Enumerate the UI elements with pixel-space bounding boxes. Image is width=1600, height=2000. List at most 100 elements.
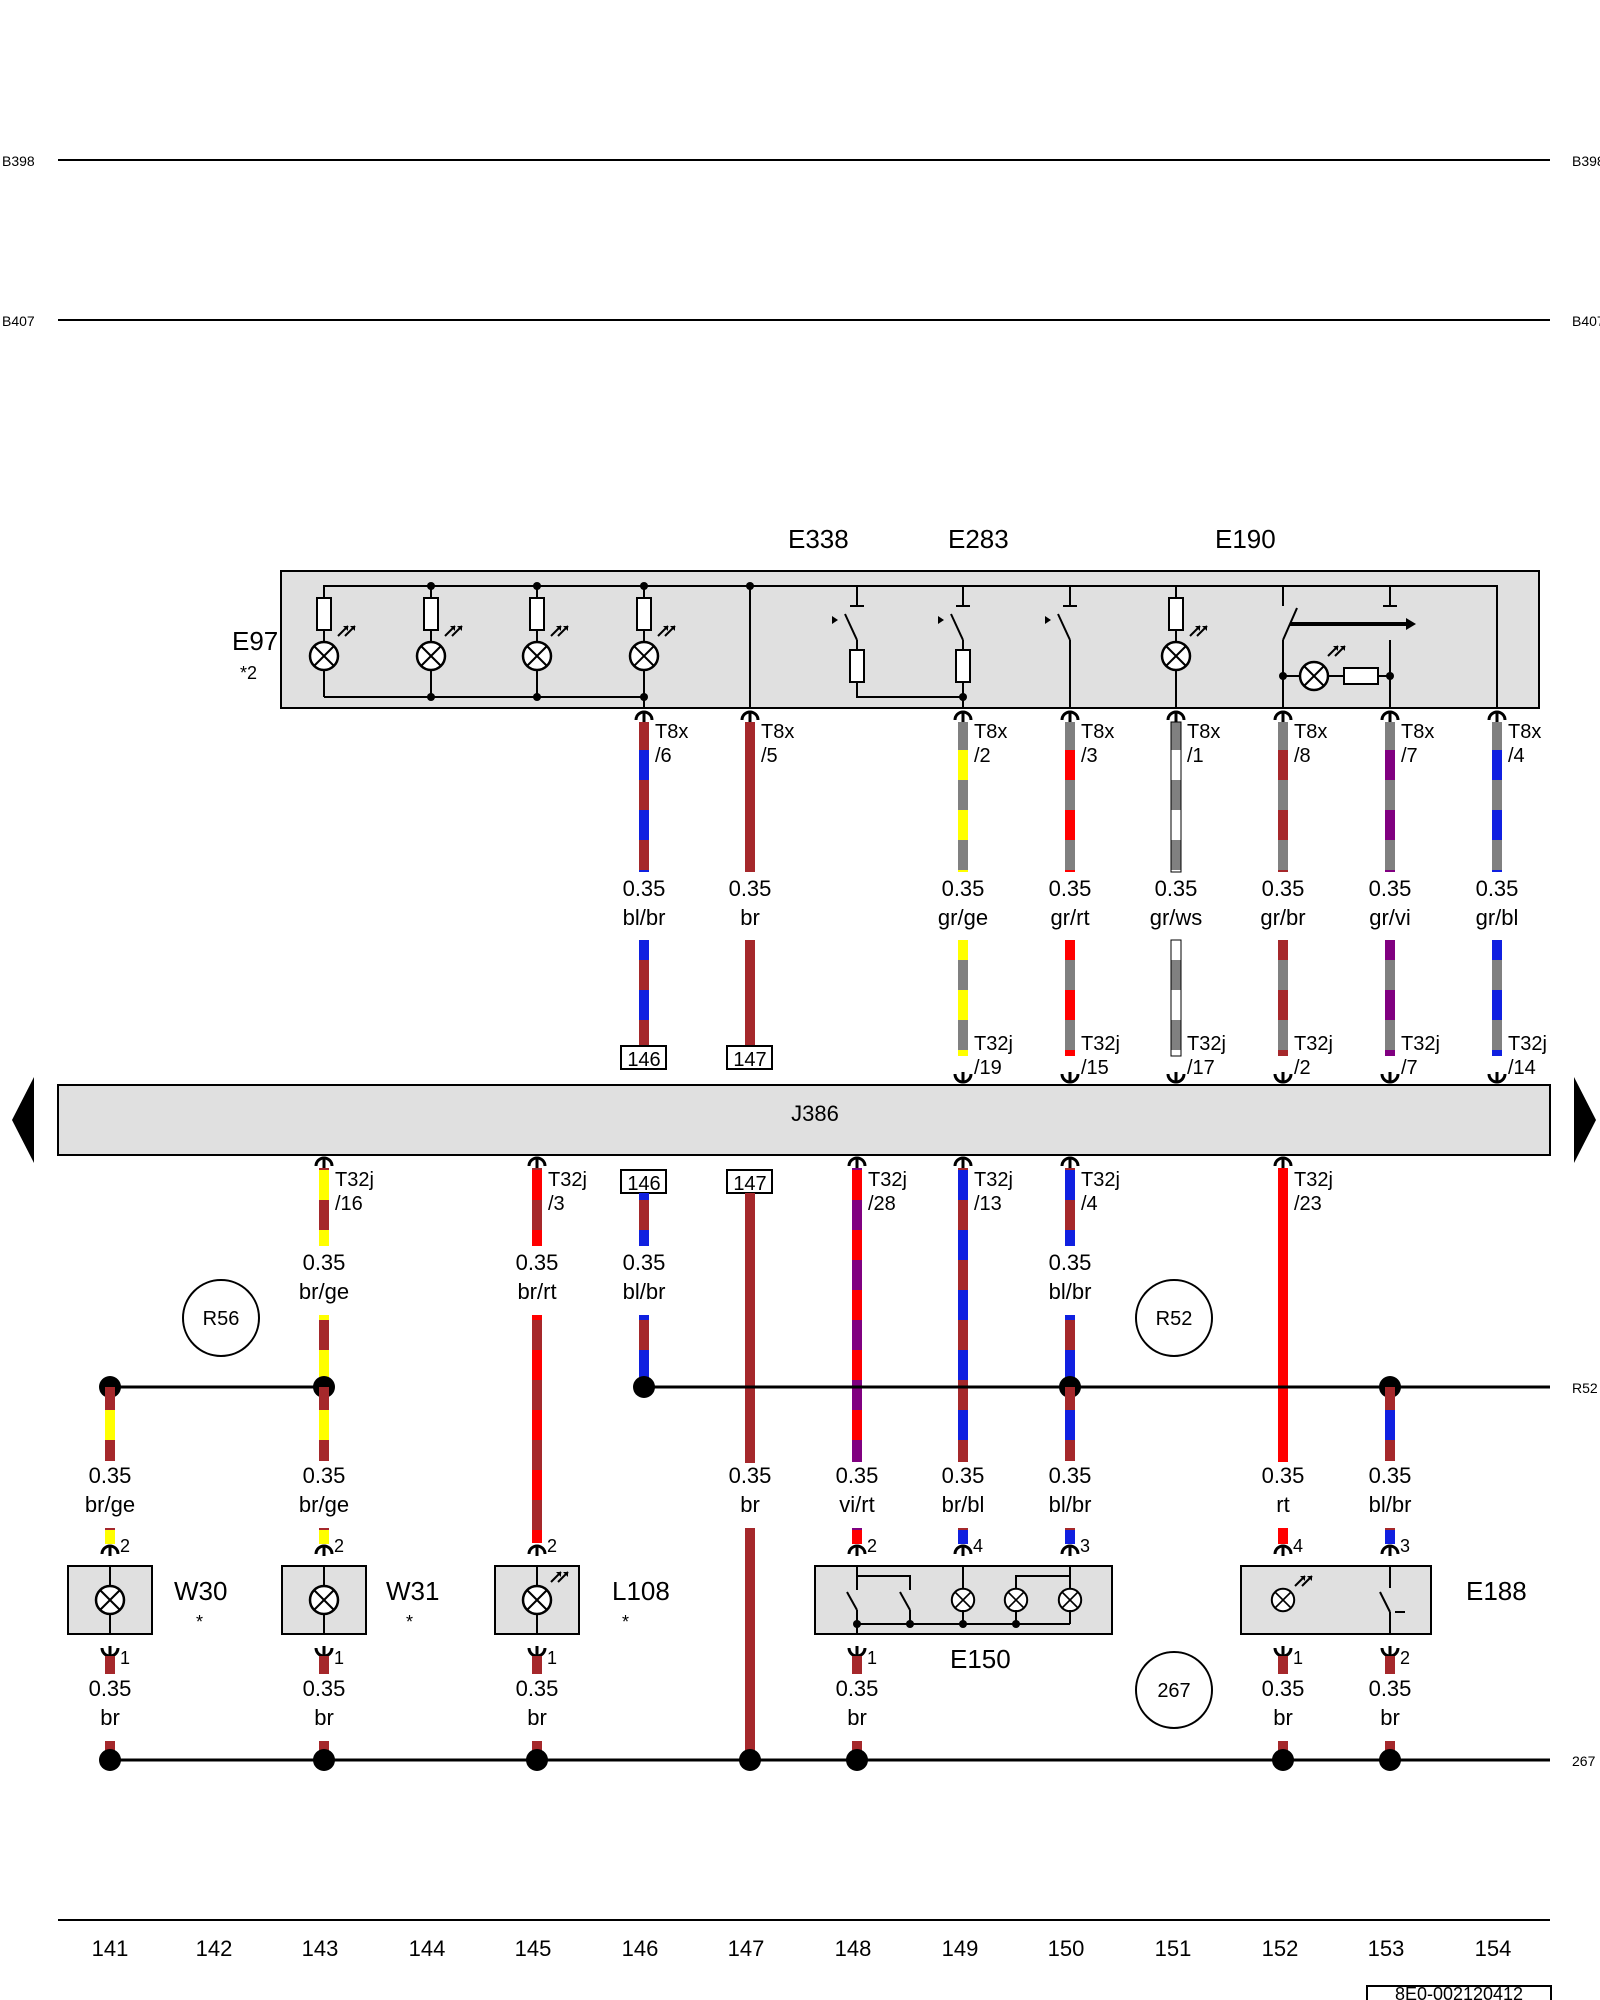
bottom-wire-146: 146 0.35 bl/br: [620, 1169, 667, 1387]
top-wire-149: T8x /2 0.35 gr/ge T32j /19: [938, 710, 1013, 1084]
top-wire-152: T8x /8 0.35 gr/br T32j /2: [1260, 710, 1333, 1084]
arrow-left-icon[interactable]: [12, 1077, 34, 1163]
top-wire-154: T8x /4 0.35 gr/bl T32j /14: [1476, 710, 1547, 1084]
ground-wire-153: 0.35 br: [1369, 1656, 1412, 1760]
svg-text:bl/br: bl/br: [623, 1279, 666, 1304]
svg-text:T32j: T32j: [335, 1169, 374, 1191]
svg-text:/4: /4: [1081, 1193, 1098, 1215]
svg-text:1: 1: [547, 1648, 557, 1668]
column-number: 151: [1155, 1936, 1192, 1961]
column-number: 147: [728, 1936, 765, 1961]
ref-267: 267: [1135, 1651, 1213, 1729]
svg-text:bl/br: bl/br: [1369, 1492, 1412, 1517]
bottom-wire-152: T32j /23: [1273, 1156, 1333, 1462]
svg-text:2: 2: [1400, 1648, 1410, 1668]
svg-text:/14: /14: [1508, 1057, 1536, 1079]
bottom-wire-150: T32j /4 0.35 bl/br: [1049, 1156, 1120, 1387]
document-number: 8E0-002120412: [1366, 1984, 1552, 2000]
svg-text:T32j: T32j: [1294, 1033, 1333, 1055]
svg-text:br: br: [314, 1705, 334, 1730]
lamp-4: [628, 586, 676, 697]
svg-text:0.35: 0.35: [516, 1250, 559, 1275]
svg-text:br: br: [100, 1705, 120, 1730]
bus-line-b407: B407 B407: [2, 313, 1600, 329]
svg-text:0.35: 0.35: [836, 1676, 879, 1701]
svg-text:br/ge: br/ge: [299, 1279, 349, 1304]
bus-label-left: B398: [2, 153, 35, 169]
wire-e188-p3: 0.35 bl/br: [1369, 1387, 1412, 1544]
svg-text:br/rt: br/rt: [517, 1279, 556, 1304]
svg-text:br: br: [740, 905, 760, 930]
e188-label: E188: [1466, 1576, 1527, 1606]
svg-text:br/ge: br/ge: [85, 1492, 135, 1517]
ground-bus-267: 267: [99, 1749, 1596, 1771]
svg-text:3: 3: [1400, 1536, 1410, 1556]
wire-e188-p4: 0.35 rt: [1262, 1463, 1304, 1544]
svg-text:/28: /28: [868, 1193, 896, 1215]
svg-text:T32j: T32j: [1508, 1033, 1547, 1055]
wire-w31-top: 0.35 br/ge: [299, 1387, 349, 1544]
svg-text:147: 147: [733, 1173, 766, 1195]
column-number: 145: [515, 1936, 552, 1961]
svg-text:1: 1: [120, 1648, 130, 1668]
svg-text:T32j: T32j: [548, 1169, 587, 1191]
wire-147-mid: 0.35 br: [729, 1463, 771, 1760]
svg-text:/16: /16: [335, 1193, 363, 1215]
bottom-wire-149: T32j /13: [953, 1156, 1013, 1462]
svg-text:/2: /2: [1294, 1057, 1311, 1079]
svg-text:0.35: 0.35: [303, 1676, 346, 1701]
control-unit-j386: J386: [57, 1084, 1551, 1156]
svg-text:0.35: 0.35: [303, 1463, 346, 1488]
svg-text:0.35: 0.35: [1262, 876, 1305, 901]
bus-label-left: B407: [2, 313, 35, 329]
svg-text:br: br: [527, 1705, 547, 1730]
svg-text:0.35: 0.35: [1369, 1676, 1412, 1701]
wire-e150-p3: 0.35 bl/br: [1049, 1387, 1091, 1544]
top-wire-146: T8x /6 0.35 bl/br 146: [620, 710, 688, 1071]
column-number: 146: [622, 1936, 659, 1961]
ground-wire-145: 0.35 br: [516, 1656, 559, 1760]
svg-text:147: 147: [733, 1049, 766, 1071]
top-wire-150: T8x /3 0.35 gr/rt T32j /15: [1049, 710, 1120, 1084]
svg-text:0.35: 0.35: [623, 1250, 666, 1275]
svg-text:1: 1: [334, 1648, 344, 1668]
svg-text:/2: /2: [974, 745, 991, 767]
svg-text:br/ge: br/ge: [299, 1492, 349, 1517]
w30-label: W30: [174, 1576, 227, 1606]
svg-text:T32j: T32j: [974, 1169, 1013, 1191]
svg-text:/3: /3: [1081, 745, 1098, 767]
arrow-right-icon[interactable]: [1574, 1077, 1596, 1163]
svg-text:0.35: 0.35: [1369, 876, 1412, 901]
svg-text:T8x: T8x: [1187, 721, 1220, 743]
svg-text:rt: rt: [1276, 1492, 1289, 1517]
switch-label-e338: E338: [788, 524, 849, 554]
svg-text:/19: /19: [974, 1057, 1002, 1079]
svg-text:0.35: 0.35: [1049, 876, 1092, 901]
svg-text:2: 2: [867, 1536, 877, 1556]
svg-text:0.35: 0.35: [516, 1676, 559, 1701]
w30-note: *: [196, 1612, 203, 1632]
column-number: 152: [1262, 1936, 1299, 1961]
svg-text:146: 146: [627, 1173, 660, 1195]
e97-label: E97: [232, 626, 278, 656]
svg-text:br: br: [740, 1492, 760, 1517]
ground-wire-148: 0.35 br: [836, 1656, 879, 1760]
svg-text:gr/ws: gr/ws: [1150, 905, 1203, 930]
svg-text:0.35: 0.35: [1155, 876, 1198, 901]
ref-r56: R56: [182, 1279, 260, 1357]
svg-text:2: 2: [334, 1536, 344, 1556]
switch-e283: [938, 586, 971, 708]
svg-text:/17: /17: [1187, 1057, 1215, 1079]
lamp-5: [1160, 586, 1208, 708]
e150-label: E150: [950, 1644, 1011, 1674]
svg-text:0.35: 0.35: [1476, 876, 1519, 901]
column-number: 153: [1368, 1936, 1405, 1961]
switch-e338: [832, 586, 963, 698]
wire-e150-p2: 0.35 vi/rt: [836, 1463, 878, 1544]
switch-label-e283: E283: [948, 524, 1009, 554]
switch-label-e190: E190: [1215, 524, 1276, 554]
svg-text:3: 3: [1080, 1536, 1090, 1556]
svg-text:T8x: T8x: [974, 721, 1007, 743]
top-wire-147: T8x /5 0.35 br 147: [726, 710, 794, 1071]
